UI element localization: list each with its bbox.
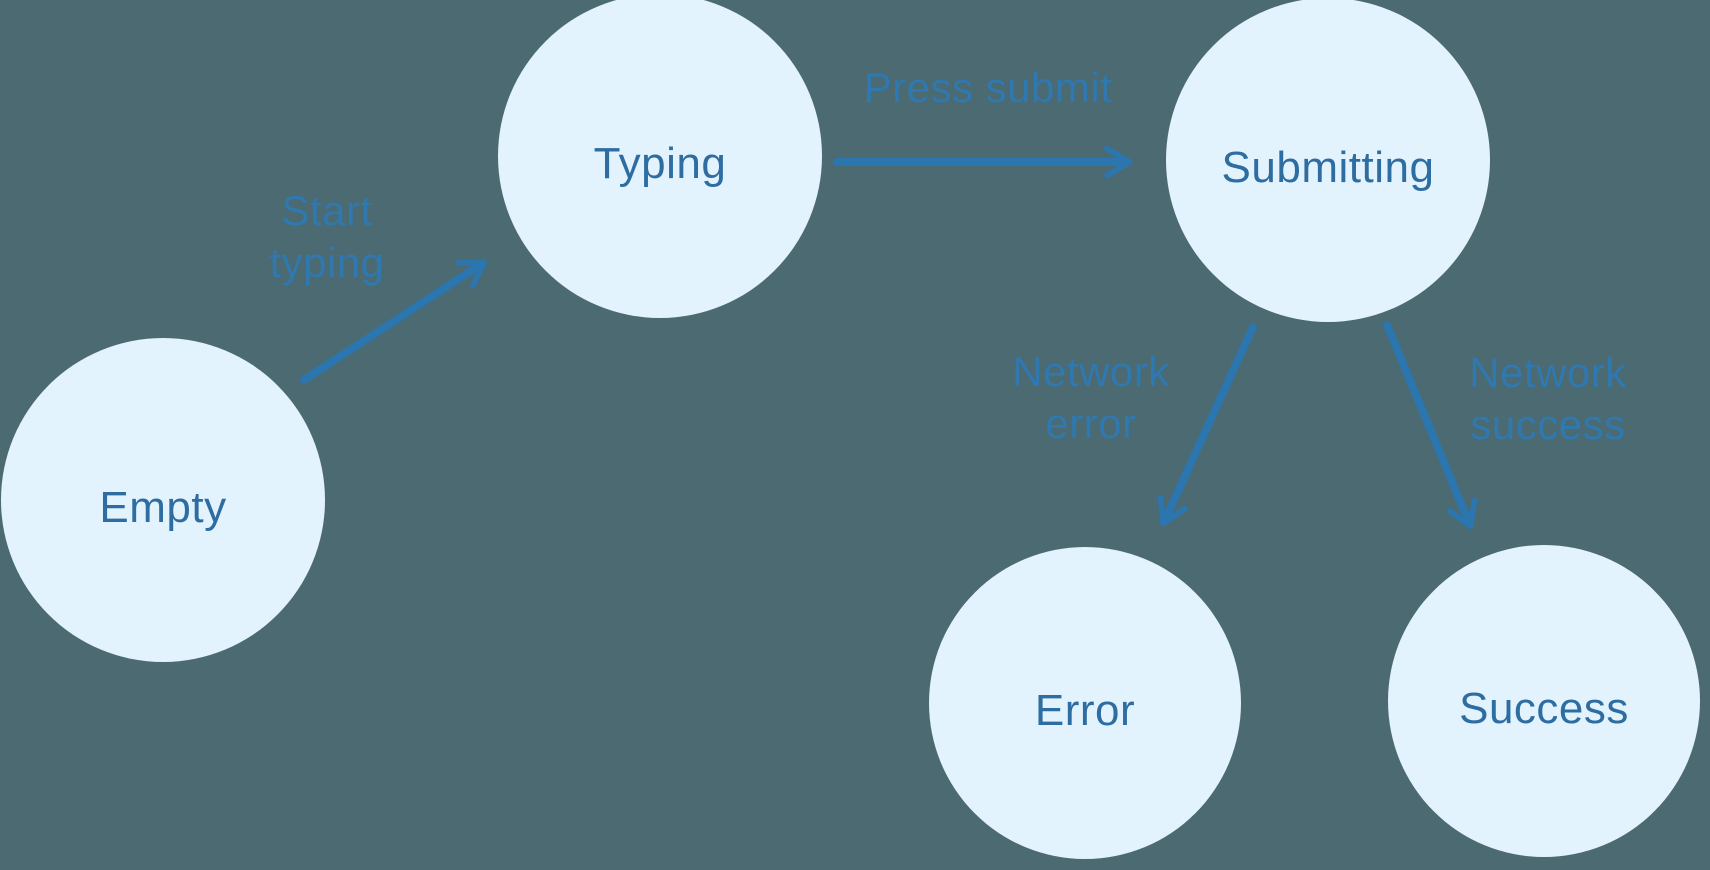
edge-label-network-error: Network error bbox=[1012, 347, 1170, 447]
state-label-error: Error bbox=[1034, 686, 1136, 735]
edge-label-start-typing: Start typing bbox=[269, 186, 385, 286]
state-node-submitting: Submitting bbox=[1166, 0, 1490, 322]
state-node-typing: Typing bbox=[498, 0, 822, 318]
state-node-success: Success bbox=[1388, 545, 1700, 857]
state-label-empty: Empty bbox=[99, 483, 227, 532]
edge-label-press-submit: Press submit bbox=[863, 63, 1113, 111]
arrow-submitting-to-error bbox=[1157, 323, 1257, 527]
state-label-success: Success bbox=[1459, 684, 1629, 733]
edge-label-network-success: Network success bbox=[1469, 348, 1627, 448]
state-label-submitting: Submitting bbox=[1221, 143, 1435, 192]
state-label-typing: Typing bbox=[593, 139, 727, 188]
state-node-error: Error bbox=[929, 547, 1241, 859]
state-node-empty: Empty bbox=[1, 338, 325, 662]
arrow-submitting-to-success bbox=[1383, 321, 1478, 530]
